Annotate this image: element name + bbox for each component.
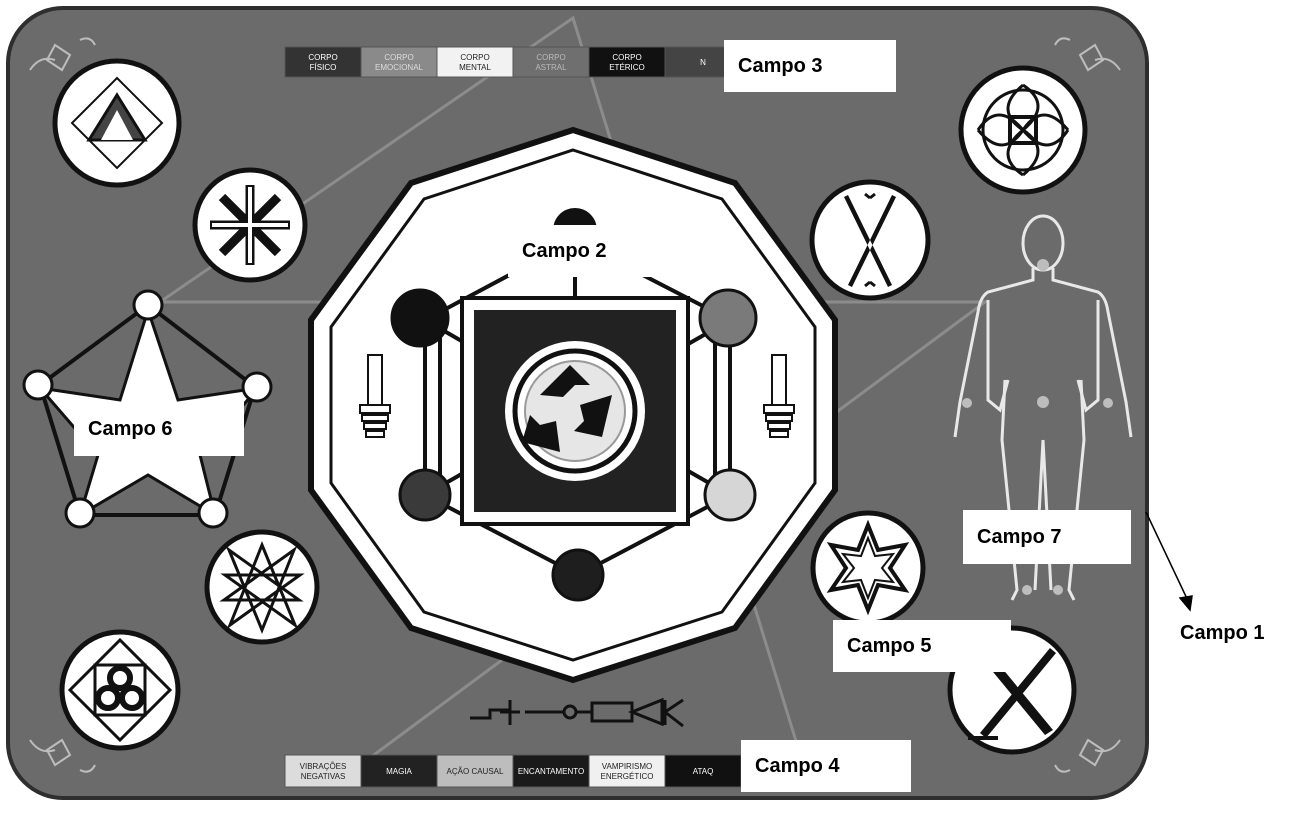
top-tab-text: CORPO [536, 53, 565, 62]
top-tab-text: EMOCIONAL [375, 63, 424, 72]
campo3-label: Campo 3 [724, 40, 896, 92]
bottom-tab-text: ENCANTAMENTO [518, 767, 584, 776]
trefoil-square-icon [62, 632, 178, 748]
sephira-bottom [553, 550, 603, 600]
sephira-top-left [392, 290, 448, 346]
bottom-tab-text: AÇÃO CAUSAL [447, 767, 504, 776]
top-tab-text: CORPO [612, 53, 641, 62]
top-tab-text: MENTAL [459, 63, 491, 72]
campo1-arrow [1146, 512, 1192, 610]
bottom-tab-2: AÇÃO CAUSAL [437, 755, 513, 787]
bottom-tab-text: ATAQ [693, 767, 714, 776]
campo2-label: Campo 2 [508, 225, 680, 277]
bottom-tab-text: MAGIA [386, 767, 412, 776]
bottom-tab-1: MAGIA [361, 755, 437, 787]
campo1-label: Campo 1 [1180, 622, 1264, 645]
campo6-label: Campo 6 [74, 402, 244, 456]
campo5-label: Campo 5 [833, 620, 1011, 672]
top-tab-text: CORPO [460, 53, 489, 62]
sephira-bottom-right [705, 470, 755, 520]
triangle-trefoil-icon [55, 61, 179, 185]
bottom-tab-3: ENCANTAMENTO [513, 755, 589, 787]
top-tab-text: ETÉRICO [609, 63, 645, 72]
sephira-top-right [700, 290, 756, 346]
top-tab-text: CORPO [384, 53, 413, 62]
campo4-label: Campo 4 [741, 740, 911, 792]
bottom-tab-5: ATAQ [665, 755, 741, 787]
top-tab-text: ASTRAL [535, 63, 567, 72]
celtic-knot-icon [961, 68, 1085, 192]
sephira-bottom-left [400, 470, 450, 520]
crossed-blades-icon [812, 182, 928, 298]
heptagram-icon [207, 532, 317, 642]
top-bar: CORPOFÍSICOCORPOEMOCIONALCORPOMENTALCORP… [285, 47, 741, 77]
top-tab-text: FÍSICO [310, 63, 337, 72]
bottom-tab-text: NEGATIVAS [301, 772, 346, 781]
bottom-tab-text: ENERGÉTICO [601, 772, 654, 781]
nine-point-star-icon [813, 513, 923, 623]
triskelion-icon [505, 341, 645, 481]
top-tab-text: N [700, 58, 706, 67]
woven-star-icon [195, 170, 305, 280]
campo7-label: Campo 7 [963, 510, 1131, 564]
bottom-tab-text: VIBRAÇÕES [300, 762, 347, 771]
top-tab-text: CORPO [308, 53, 337, 62]
bottom-tab-text: VAMPIRISMO [602, 762, 653, 771]
